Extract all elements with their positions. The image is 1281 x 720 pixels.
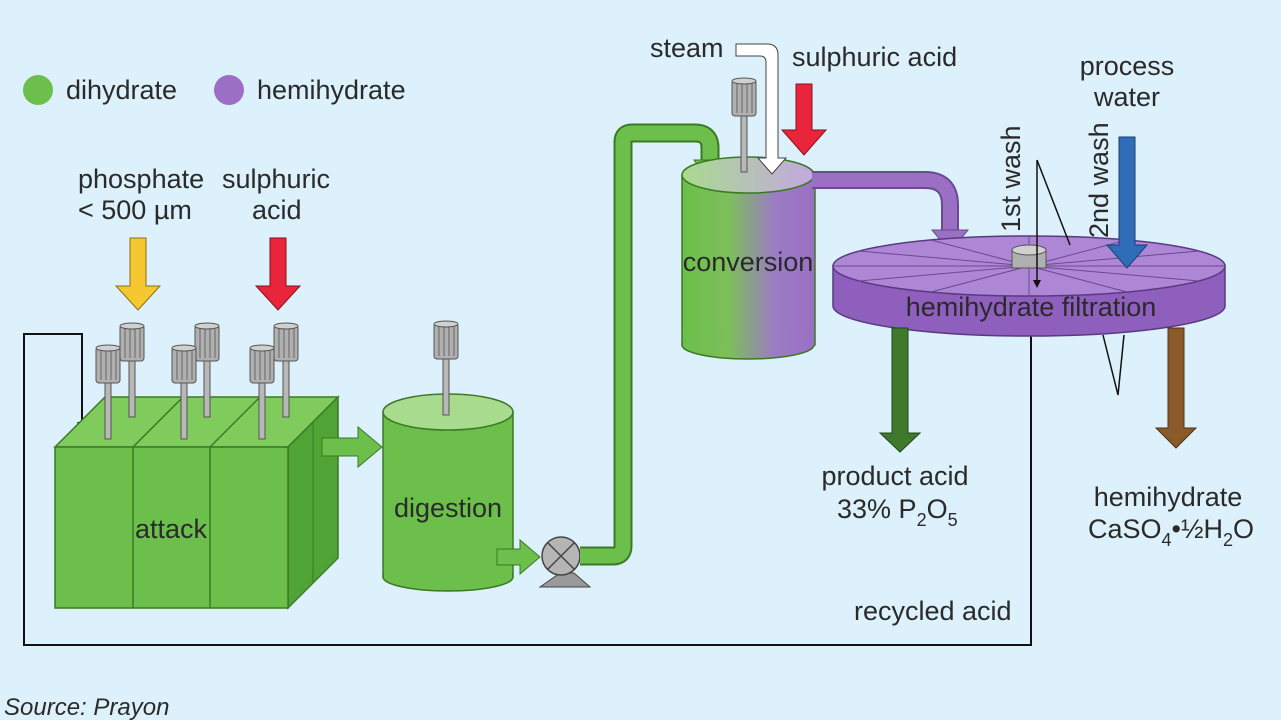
attack-label: attack [135,514,208,544]
legend-dihydrate-swatch [23,75,53,105]
legend-dihydrate-label: dihydrate [66,75,177,105]
hemihydrate-formula: CaSO4•½H2O [1088,514,1254,550]
source-caption: Source: Prayon [4,694,169,720]
digestion-tank [382,393,514,592]
process-water-line1: process [1080,51,1175,81]
phosphate-arrow [114,237,162,311]
digestion-label: digestion [394,493,502,523]
attack-reactor [53,395,340,610]
first-wash-label: 1st wash [996,125,1026,232]
hemihydrate-arrow [1154,327,1198,449]
second-wash-label: 2nd wash [1084,122,1114,238]
first-wash-head [1033,280,1041,288]
sulphuric-acid-attack-line2: acid [252,195,302,225]
pipe-to-filter [812,173,957,232]
recycled-acid-line [23,333,1032,646]
conversion-tank [681,156,816,360]
process-water-arrow [1105,136,1149,269]
sulphuric-acid-conversion-arrow [780,83,828,156]
wash-line-bottom [1102,334,1125,396]
legend-hemihydrate-swatch [214,75,244,105]
steam-label: steam [650,33,724,63]
phosphate-label-line1: phosphate [78,164,204,194]
product-acid-arrow [878,327,922,453]
sulphuric-acid-attack-line1: sulphuric [222,164,330,194]
process-water-line2: water [1093,82,1160,112]
pump [538,536,592,588]
digestion-to-pump-arrow [496,538,541,576]
recycled-acid-label: recycled acid [854,596,1012,626]
sulphuric-acid-attack-arrow [254,237,302,311]
hemihydrate-output-line1: hemihydrate [1094,482,1243,512]
steam-arrow [735,43,788,175]
legend-hemihydrate-label: hemihydrate [257,75,406,105]
product-acid-line2: 33% P2O5 [837,494,958,530]
wash-line-top [1036,159,1071,246]
attack-to-digestion-arrow [321,425,383,469]
sulphuric-acid-conversion-label: sulphuric acid [792,42,957,72]
filtration-label: hemihydrate filtration [906,292,1157,322]
pipe-to-conversion [580,125,718,564]
conversion-label: conversion [683,247,814,277]
product-acid-line1: product acid [821,461,968,491]
phosphate-label-line2: < 500 µm [78,195,192,225]
pipe-to-filter-outline [812,171,959,232]
